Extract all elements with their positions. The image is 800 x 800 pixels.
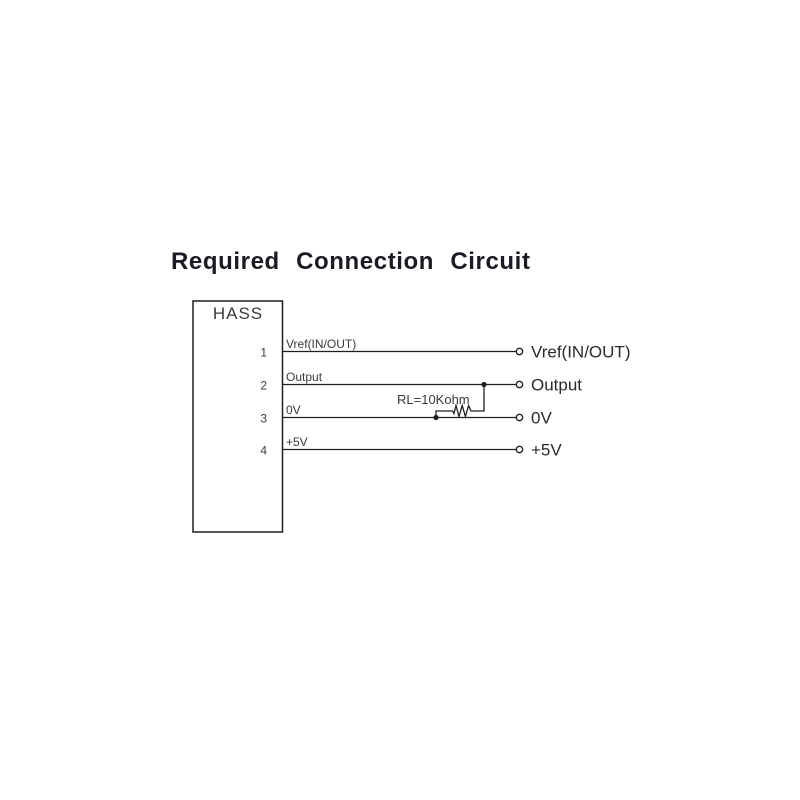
load-resistor-group: RL=10Kohm	[397, 381, 487, 421]
pin-3-terminal-circle	[515, 413, 524, 422]
page-title: Required Connection Circuit	[171, 248, 531, 275]
pin-2-terminal-circle	[515, 380, 524, 389]
pin-1-wire-label: Vref(IN/OUT)	[286, 337, 356, 351]
pin-1-number: 1	[260, 346, 267, 360]
pin-2-wire-label: Output	[286, 370, 323, 384]
pin-4-wire-group: 4 +5V +5V	[260, 435, 562, 460]
pin-2-number: 2	[260, 379, 267, 393]
pin-2-wire-group: 2 Output Output	[260, 370, 582, 395]
pin-4-terminal-circle	[515, 445, 524, 454]
resistor-zigzag-and-leads	[435, 384, 485, 419]
resistor-label: RL=10Kohm	[397, 392, 470, 407]
pin-3-wire-label: 0V	[286, 403, 301, 417]
pin-3-wire-group: 3 0V 0V	[260, 403, 552, 428]
pin-4-terminal-label: +5V	[531, 441, 562, 460]
pin-1-terminal-label: Vref(IN/OUT)	[531, 343, 630, 362]
pin-2-terminal-label: Output	[531, 376, 582, 395]
pin-1-wire-group: 1 Vref(IN/OUT) Vref(IN/OUT)	[260, 337, 630, 362]
pin-4-wire-label: +5V	[286, 435, 308, 449]
pin-3-number: 3	[260, 412, 267, 426]
zero-volt-junction-dot	[433, 414, 439, 421]
output-junction-dot	[481, 381, 487, 388]
component-box-outline	[192, 300, 284, 533]
pin-1-terminal-circle	[515, 347, 524, 356]
component-box: HASS	[192, 300, 284, 533]
component-label: HASS	[213, 304, 263, 323]
pin-3-terminal-label: 0V	[531, 409, 552, 428]
pin-4-number: 4	[260, 444, 267, 458]
